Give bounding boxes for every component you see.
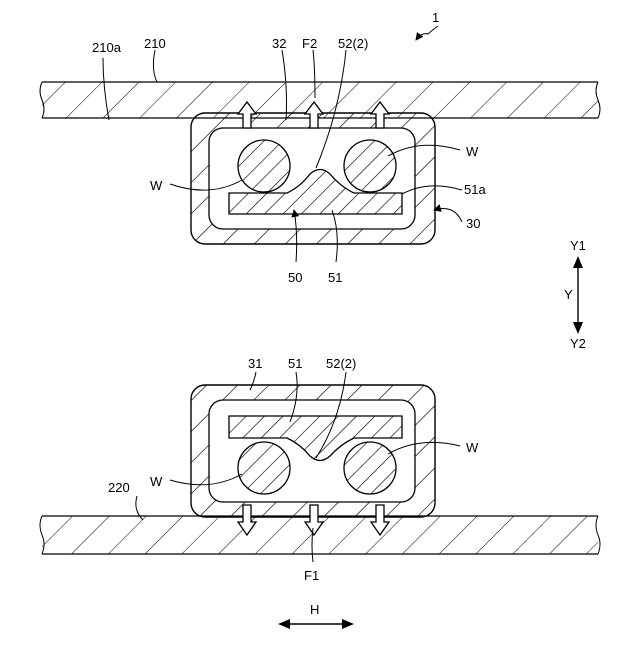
- lower-connector: [191, 385, 435, 517]
- wire-top-right-label: W: [466, 144, 479, 159]
- y-label: Y: [564, 287, 573, 302]
- y2-label: Y2: [570, 336, 586, 351]
- fig-number-label: 1: [432, 10, 439, 25]
- housing-bottom-label: 31: [248, 356, 262, 371]
- upper-plate-surface-label: 210a: [92, 40, 122, 55]
- y1-label: Y1: [570, 238, 586, 253]
- force-top-label: F2: [302, 36, 317, 51]
- assembly-ref-label: 50: [288, 270, 302, 285]
- housing-ref-label: 30: [466, 216, 480, 231]
- upper-plate-label: 210: [144, 36, 166, 51]
- force-bottom-label: F1: [304, 568, 319, 583]
- h-direction-arrow: [278, 619, 354, 629]
- rib-edge-label: 51a: [464, 182, 486, 197]
- body-top-label: 51: [328, 270, 342, 285]
- body-bottom-label: 51: [288, 356, 302, 371]
- y-direction-arrow: [573, 256, 583, 334]
- housing-top-label: 32: [272, 36, 286, 51]
- lower-plate-label: 220: [108, 480, 130, 495]
- wire-bottom-left-label: W: [150, 474, 163, 489]
- rib-bottom-label: 52(2): [326, 356, 356, 371]
- rib-top-label: 52(2): [338, 36, 368, 51]
- upper-connector: [191, 102, 435, 244]
- wire-bottom-right-label: W: [466, 440, 479, 455]
- wire-top-left-label: W: [150, 178, 163, 193]
- h-label: H: [310, 602, 319, 617]
